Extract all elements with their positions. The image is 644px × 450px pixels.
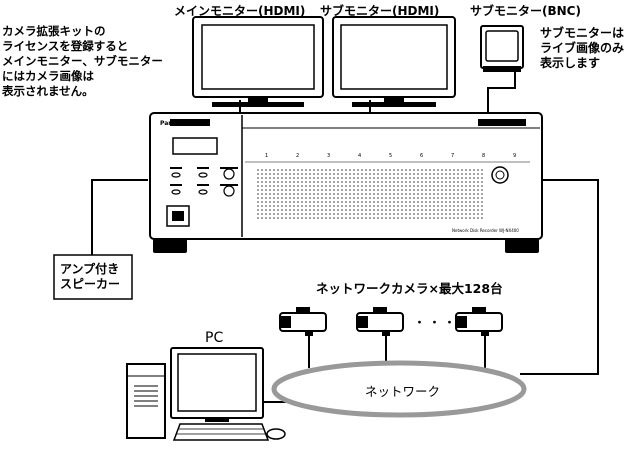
speaker-label-line: スピーカー [60, 277, 121, 291]
recorder-model: Network Disk Recorder WJ-NX400 [452, 228, 519, 233]
bnc-note-line: 表示します [540, 56, 601, 70]
pc-keyboard [172, 423, 270, 441]
recorder-slot-numbers: 1 2 3 4 5 6 7 8 9 [265, 153, 516, 159]
slot-number: 7 [451, 153, 454, 159]
bnc-note-line: サブモニターは [540, 26, 625, 40]
network-ellipse [271, 360, 527, 418]
recorder [149, 112, 543, 253]
slot-number: 5 [389, 153, 392, 159]
pc [126, 347, 286, 441]
camera-3 [455, 307, 503, 336]
recorder-brand: Panasonic [160, 120, 195, 127]
slot-number: 6 [420, 153, 423, 159]
line-bnc-monitor [487, 72, 516, 118]
sub-monitor-hdmi [332, 16, 456, 107]
front-panel-tiny-labels [170, 167, 238, 186]
license-note-line: にはカメラ画像は [2, 69, 94, 83]
license-note-line: 表示されません。 [2, 84, 94, 98]
license-note-line: ライセンスを登録すると [2, 39, 129, 53]
front-panel-buttons [171, 168, 235, 197]
ventilation-grille [245, 161, 530, 220]
speaker-box [53, 254, 133, 300]
license-note: カメラ拡張キットの ライセンスを登録すると メインモニター、サブモニター にはカ… [2, 24, 163, 99]
camera-ellipsis: ・・・ [414, 316, 459, 329]
slot-number: 4 [358, 153, 361, 159]
pc-mouse [266, 428, 286, 440]
bnc-note: サブモニターは ライブ画像のみ 表示します [540, 26, 624, 71]
speaker-label-line: アンプ付き [60, 262, 120, 276]
pc-label: PC [205, 330, 224, 346]
license-note-line: カメラ拡張キットの [2, 24, 106, 38]
main-monitor-label: メインモニター(HDMI) [174, 4, 306, 18]
speaker-label: アンプ付き スピーカー [60, 262, 120, 292]
line-speaker [91, 179, 148, 255]
network-label: ネットワーク [365, 384, 441, 399]
bnc-note-line: ライブ画像のみ [540, 41, 625, 55]
license-note-line: メインモニター、サブモニター [2, 54, 163, 68]
camera-count-label: ネットワークカメラ×最大128台 [316, 281, 503, 296]
line-recorder-network [520, 179, 599, 375]
sub-monitor-bnc [480, 25, 524, 72]
main-monitor [192, 16, 324, 107]
slot-number: 3 [327, 153, 330, 159]
sub-monitor-hdmi-label: サブモニター(HDMI) [320, 4, 440, 18]
sub-monitor-bnc-label: サブモニター(BNC) [470, 4, 581, 18]
slot-number: 2 [296, 153, 299, 159]
slot-number: 1 [265, 153, 268, 159]
slot-number: 8 [482, 153, 485, 159]
slot-number: 9 [513, 153, 516, 159]
camera-2 [356, 307, 404, 336]
camera-1 [279, 307, 327, 336]
